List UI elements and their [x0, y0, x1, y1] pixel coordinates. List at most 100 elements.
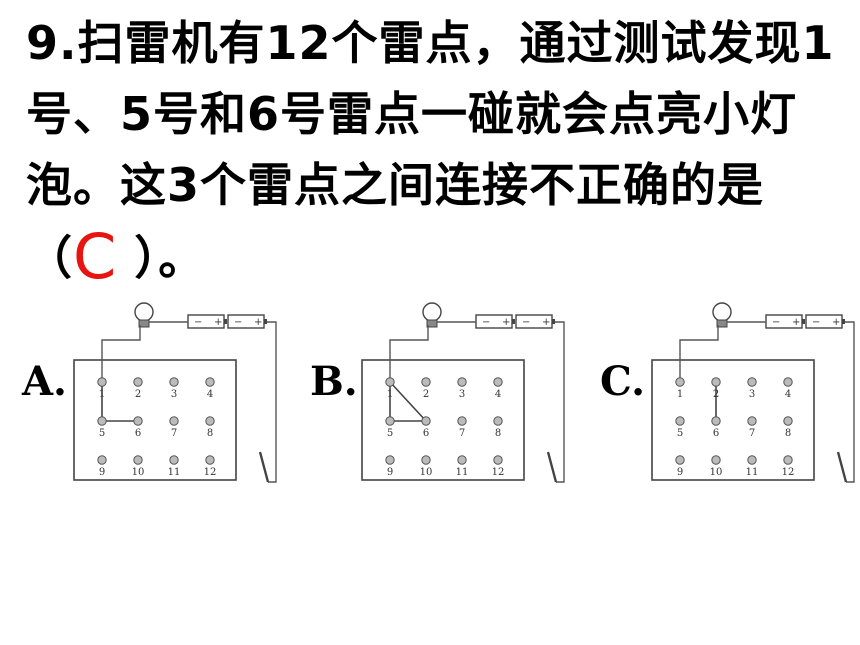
bulb-icon — [712, 302, 732, 322]
mine-point — [97, 455, 107, 465]
wire-battery-probe — [267, 321, 277, 483]
mine-point — [747, 377, 757, 387]
mine-point-number: 3 — [749, 389, 755, 400]
mine-point-number: 9 — [387, 467, 393, 478]
mine-point — [205, 455, 215, 465]
battery-sign: + — [832, 317, 840, 328]
probe-icon — [836, 451, 848, 483]
mine-point — [169, 377, 179, 387]
mine-point-number: 3 — [171, 389, 177, 400]
battery-sign: + — [792, 317, 800, 328]
mine-point-number: 7 — [171, 428, 177, 439]
wire-bulb-point — [101, 325, 141, 382]
mine-point — [169, 455, 179, 465]
question-suffix: ）。 — [117, 231, 206, 285]
mine-point-number: 1 — [677, 389, 683, 400]
battery-sign: − — [772, 317, 780, 328]
battery-2-tip — [552, 319, 555, 324]
mine-point — [493, 455, 503, 465]
mine-point-number: 9 — [677, 467, 683, 478]
battery-sign: − — [234, 317, 242, 328]
mine-point-number: 12 — [204, 467, 217, 478]
mine-point — [205, 416, 215, 426]
wire-bulb-point — [389, 325, 429, 382]
mine-point — [421, 377, 431, 387]
board-frame — [361, 359, 525, 481]
mine-point-number: 11 — [456, 467, 469, 478]
mine-point — [133, 416, 143, 426]
mine-point-number: 6 — [135, 428, 141, 439]
mine-point — [385, 416, 395, 426]
mine-point — [385, 455, 395, 465]
mine-point — [783, 455, 793, 465]
mine-point-number: 10 — [420, 467, 433, 478]
mine-point — [711, 377, 721, 387]
option-a-label: A. — [22, 358, 67, 405]
battery-sign: − — [482, 317, 490, 328]
mine-point — [493, 416, 503, 426]
question-prefix: 9.扫雷机有12个雷点，通过测试发现1号、5号和6号雷点一碰就会点亮小灯泡。这3… — [26, 16, 835, 285]
mine-point — [385, 377, 395, 387]
mine-point — [133, 455, 143, 465]
mine-point-number: 4 — [207, 389, 213, 400]
mine-point — [675, 377, 685, 387]
mine-point — [711, 416, 721, 426]
battery-sign: + — [502, 317, 510, 328]
mine-point-number: 5 — [387, 428, 393, 439]
mine-point-number: 4 — [785, 389, 791, 400]
mine-point-number: 6 — [423, 428, 429, 439]
mine-point — [457, 455, 467, 465]
battery-1-tip — [512, 319, 515, 324]
mine-point — [97, 416, 107, 426]
mine-point — [747, 416, 757, 426]
mine-point-number: 5 — [99, 428, 105, 439]
connection-wire — [389, 381, 427, 422]
mine-point — [711, 455, 721, 465]
mine-point — [783, 377, 793, 387]
mine-point — [675, 416, 685, 426]
battery-1-tip — [802, 319, 805, 324]
bulb-base — [426, 319, 438, 328]
mine-point — [457, 377, 467, 387]
mine-point-number: 3 — [459, 389, 465, 400]
wire-battery-probe — [555, 321, 565, 483]
mine-point-number: 6 — [713, 428, 719, 439]
option-b-label: B. — [310, 358, 358, 405]
mine-point-number: 11 — [746, 467, 759, 478]
bulb-icon — [422, 302, 442, 322]
battery-1-tip — [224, 319, 227, 324]
mine-point — [205, 377, 215, 387]
battery-sign: + — [254, 317, 262, 328]
mine-point-number: 8 — [207, 428, 213, 439]
mine-point — [169, 416, 179, 426]
answer-mark: C — [73, 220, 118, 293]
mine-point-number: 10 — [132, 467, 145, 478]
mine-point — [783, 416, 793, 426]
mine-point — [97, 377, 107, 387]
battery-2-tip — [264, 319, 267, 324]
bulb-base — [138, 319, 150, 328]
mine-point-number: 4 — [495, 389, 501, 400]
wire-bulb-point — [679, 325, 719, 382]
mine-point-number: 2 — [135, 389, 141, 400]
probe-icon — [546, 451, 558, 483]
mine-point-number: 1 — [99, 389, 105, 400]
battery-sign: + — [542, 317, 550, 328]
mine-point — [421, 455, 431, 465]
mine-point — [133, 377, 143, 387]
mine-point-number: 7 — [459, 428, 465, 439]
mine-point-number: 2 — [423, 389, 429, 400]
mine-point — [747, 455, 757, 465]
question-text: 9.扫雷机有12个雷点，通过测试发现1号、5号和6号雷点一碰就会点亮小灯泡。这3… — [26, 8, 846, 294]
mine-point-number: 12 — [782, 467, 795, 478]
battery-sign: − — [522, 317, 530, 328]
mine-point-number: 8 — [785, 428, 791, 439]
mine-point-number: 5 — [677, 428, 683, 439]
mine-point-number: 10 — [710, 467, 723, 478]
wire-battery-probe — [845, 321, 855, 483]
